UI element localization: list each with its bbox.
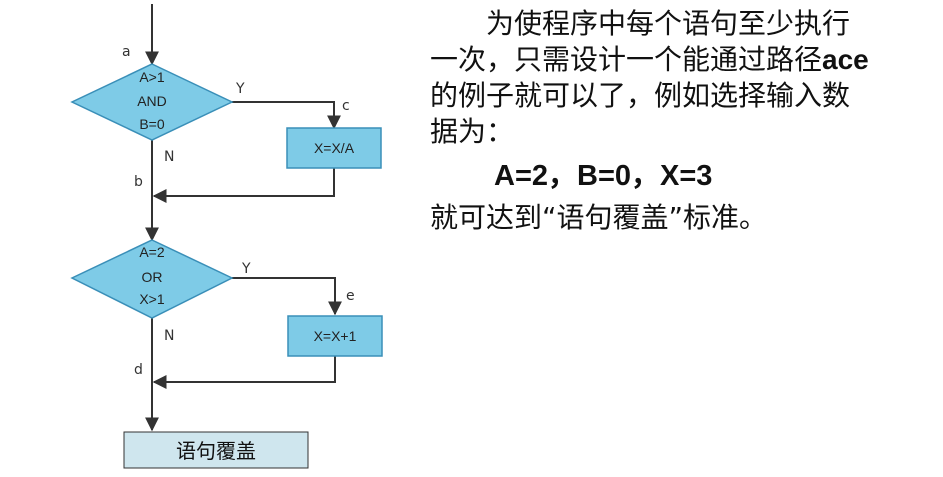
edge-label-no2: N: [164, 328, 174, 344]
decision-1-line-1: A>1: [139, 69, 165, 85]
edge-label-b: b: [134, 174, 143, 190]
paragraph-text-end: 的例子就可以了，例如选择输入数据为：: [430, 79, 851, 148]
decision-2-line-3: X>1: [139, 291, 165, 307]
edge-label-d: d: [134, 362, 143, 378]
decision-2-line-1: A=2: [139, 244, 165, 260]
decision-2-shape: [70, 239, 234, 319]
explanation-panel: 为使程序中每个语句至少执行一次，只需设计一个能通过路径ace 的例子就可以了，例如…: [430, 0, 930, 236]
flowchart: A>1 AND B=0 X=X/A A=2 OR X>1 X=X+1 语句覆盖 …: [70, 4, 383, 469]
process-2-text: X=X+1: [314, 328, 357, 344]
edge-label-yes2: Y: [241, 261, 251, 277]
final-box-text: 语句覆盖: [176, 439, 256, 463]
process-2-box: [287, 315, 383, 357]
edge-yes2: [232, 277, 342, 316]
edge-label-no1: N: [164, 149, 174, 165]
final-box: [123, 431, 309, 469]
decision-1-shape: [70, 63, 234, 141]
input-data-line: A=2，B=0，X=3: [494, 160, 713, 192]
edge-merge2: [152, 356, 336, 389]
path-name: ace: [822, 44, 869, 75]
explanation-paragraph: 为使程序中每个语句至少执行一次，只需设计一个能通过路径ace 的例子就可以了，例如…: [430, 0, 870, 150]
edge-merge1: [152, 168, 335, 203]
edge-label-yes1: Y: [235, 81, 245, 97]
decision-1-line-3: B=0: [139, 116, 165, 132]
decision-2-line-2: OR: [142, 269, 163, 285]
edge-yes1: [232, 101, 341, 130]
paragraph-text-start: 为使程序中每个语句至少执行一次，只需设计一个能通过路径: [430, 7, 851, 76]
edge-label-c: c: [342, 98, 350, 114]
edge-label-a: a: [122, 44, 131, 60]
conclusion-line: 就可达到“语句覆盖”标准。: [430, 201, 768, 234]
process-1-box: [286, 127, 382, 169]
decision-1-line-2: AND: [137, 93, 167, 109]
edge-label-e: e: [346, 288, 355, 304]
process-1-text: X=X/A: [314, 140, 355, 156]
